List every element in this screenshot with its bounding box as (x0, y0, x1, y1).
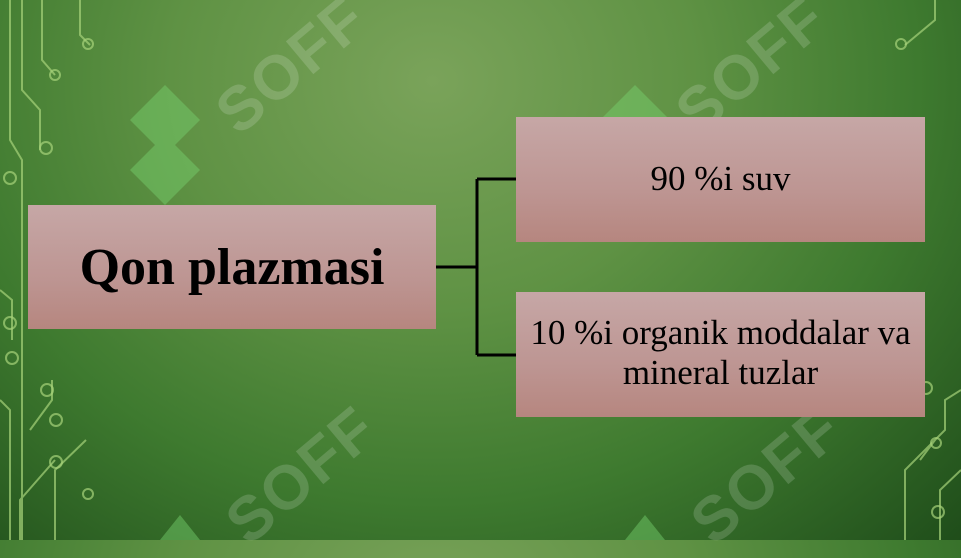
child-node: 90 %i suv (516, 117, 925, 242)
connector-lines (436, 177, 516, 357)
root-node-label: Qon plazmasi (79, 238, 385, 296)
watermark-logo-shape (130, 85, 200, 205)
root-node: Qon plazmasi (28, 205, 436, 329)
child-node-label: 90 %i suv (650, 158, 791, 198)
child-node-label: 10 %i organik moddalar va mineral tuzlar (530, 313, 911, 392)
child-node: 10 %i organik moddalar va mineral tuzlar (516, 292, 925, 417)
watermark-logo-shape (625, 515, 665, 540)
watermark-logo-shape (160, 515, 200, 540)
slide: { "diagram": { "root": { "label": "Qon p… (0, 0, 961, 540)
